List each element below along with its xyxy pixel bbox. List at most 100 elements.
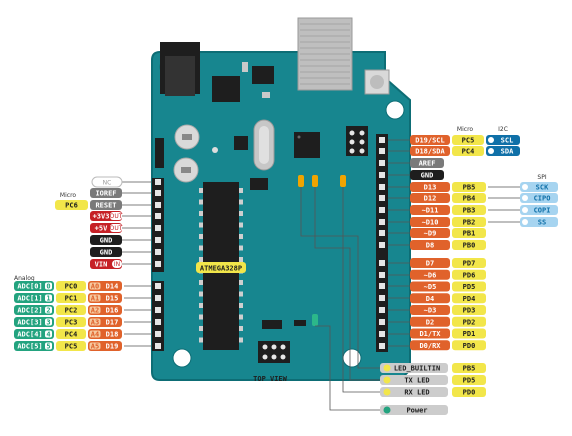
gnd1-box — [90, 235, 122, 245]
header-pin — [155, 261, 161, 267]
analog-pc-label: PC2 — [65, 307, 78, 315]
i2c-title: I2C — [498, 126, 508, 133]
chip-pin — [239, 314, 243, 320]
analog-pc-label: PC1 — [65, 295, 78, 303]
led-dot — [383, 406, 391, 414]
chip-pin — [199, 234, 203, 239]
voltage-regulator — [212, 76, 240, 102]
digital-d-label: ~D9 — [424, 230, 437, 238]
digital-port-box — [452, 340, 486, 351]
icsp-header-bottom — [258, 341, 290, 363]
in-label: IN — [114, 261, 120, 268]
analog-pc-label: PC5 — [65, 343, 78, 351]
header-pin — [379, 283, 385, 289]
analog-a-badge — [89, 330, 101, 338]
chip-pin — [199, 188, 203, 193]
analog-a-label: A1 — [91, 294, 99, 302]
capacitor-1-mark — [182, 134, 192, 140]
digital-d-label: D4 — [426, 295, 434, 303]
pc4-box — [452, 146, 484, 156]
usb-serial-chip-dot — [297, 135, 301, 139]
led-dot — [383, 388, 391, 396]
analog-num-badge — [45, 330, 52, 338]
analog-adc-label: ADC[1] — [17, 295, 42, 303]
right-micro-title: Micro — [457, 126, 473, 133]
reset-button-cap — [370, 75, 384, 89]
pc5-label: PC5 — [462, 137, 475, 145]
analog-d-label: D18 — [106, 331, 119, 339]
chip-pin — [239, 188, 243, 193]
digital-d-label: D13 — [424, 184, 437, 192]
digital-port-label: PB4 — [463, 195, 476, 203]
digital-port-label: PD0 — [463, 342, 476, 350]
digital-port-label: PD7 — [463, 260, 476, 268]
chip-pin — [239, 326, 243, 331]
digital-d-box — [410, 258, 450, 268]
analog-a-badge — [89, 318, 101, 326]
scl-label: SCL — [501, 137, 514, 145]
digital-port-label: PD1 — [463, 330, 476, 338]
digital-d-label: D7 — [426, 260, 434, 268]
analog-pc-box — [56, 281, 86, 291]
diode — [155, 138, 164, 168]
reset-label: RESET — [95, 202, 116, 210]
spi-dot — [522, 195, 528, 201]
chip-pin — [199, 314, 203, 320]
out2-badge — [110, 224, 122, 232]
reset-box — [90, 200, 122, 210]
aref-box — [410, 158, 444, 168]
analog-num-badge — [45, 282, 52, 290]
out1-badge — [110, 212, 122, 220]
led-name-label: TX LED — [404, 377, 429, 385]
pc6-label: PC6 — [65, 202, 78, 210]
digital-d-box — [410, 340, 450, 351]
header-pin — [379, 207, 385, 213]
analog-a-badge — [89, 294, 101, 302]
spi-label: SCK — [536, 184, 549, 192]
chip-pin — [239, 245, 243, 251]
digital-d-label: ~D3 — [424, 307, 437, 315]
led-name-label: LED_BUILTIN — [394, 365, 440, 373]
smd-bottom-1 — [262, 320, 282, 329]
header-pin — [379, 230, 385, 236]
mount-hole-bl — [172, 348, 192, 368]
scl-box — [486, 135, 520, 145]
led-tx — [312, 175, 318, 187]
pc5-box — [452, 135, 484, 145]
header-pin — [379, 195, 385, 201]
spi-dot — [522, 207, 528, 213]
analog-d-label: D17 — [106, 319, 119, 327]
digital-port-box — [452, 305, 486, 315]
spi-label: SS — [538, 219, 546, 227]
right-header-pins — [379, 137, 385, 349]
header-pin — [379, 260, 385, 266]
sda-dot — [488, 148, 494, 154]
gnd2-box — [90, 247, 122, 257]
header-pin — [155, 295, 161, 301]
chip-pin — [239, 303, 243, 308]
analog-d-label: D19 — [106, 343, 119, 351]
digital-d-label: ~D6 — [424, 271, 437, 279]
analog-a-label: A2 — [91, 306, 99, 314]
analog-num-label: 4 — [46, 330, 50, 338]
digital-port-label: PD3 — [463, 307, 476, 315]
led-name-box — [380, 387, 448, 397]
header-pin — [155, 237, 161, 243]
digital-port-label: PD4 — [463, 295, 476, 303]
connector-lines — [122, 139, 520, 411]
mount-hole-tr — [385, 100, 405, 120]
header-pin — [155, 190, 161, 196]
header-pin — [155, 307, 161, 313]
analog-title: Analog — [14, 275, 35, 282]
small-ic-1 — [234, 136, 248, 150]
spi-box — [520, 182, 558, 192]
gnd2-label: GND — [100, 249, 113, 257]
digital-port-label: PB1 — [463, 230, 476, 238]
analog-pc-label: PC4 — [65, 331, 78, 339]
scl-dot — [488, 137, 494, 143]
digital-port-box — [452, 205, 486, 215]
digital-d-label: D0/RX — [419, 342, 441, 350]
